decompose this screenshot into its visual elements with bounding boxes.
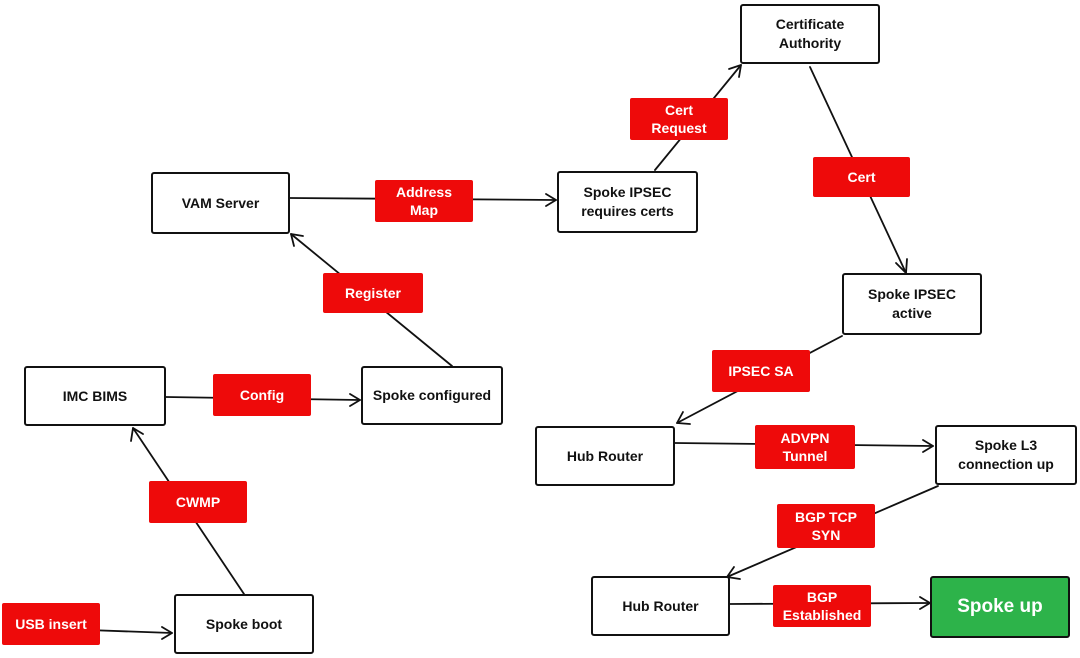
register-label: Register: [323, 273, 423, 313]
cwmp-label: CWMP: [149, 481, 247, 523]
arrowhead: [728, 64, 742, 78]
vam-server-node: VAM Server: [151, 172, 290, 234]
arrowhead: [290, 233, 304, 247]
spoke-ipsec-active-node: Spoke IPSEC active: [842, 273, 982, 335]
imc-bims-node: IMC BIMS: [24, 366, 166, 426]
bgp-established-label: BGP Established: [773, 585, 871, 627]
bgp-tcp-syn-label: BGP TCP SYN: [777, 504, 875, 548]
advpn-tunnel-label: ADVPN Tunnel: [755, 425, 855, 469]
spoke-configured-node: Spoke configured: [361, 366, 503, 425]
arrowhead: [349, 393, 361, 407]
arrowhead: [130, 427, 144, 442]
spoke-up-node: Spoke up: [930, 576, 1070, 638]
spoke-boot-node: Spoke boot: [174, 594, 314, 654]
arrowhead: [161, 626, 173, 640]
usb-insert-label: USB insert: [2, 603, 100, 645]
cert-label: Cert: [813, 157, 910, 197]
address-map-label: Address Map: [375, 180, 473, 222]
arrowhead: [676, 411, 691, 425]
arrowhead: [545, 193, 557, 207]
spoke-l3-connection-up-node: Spoke L3 connection up: [935, 425, 1077, 485]
hub-router-node: Hub Router: [591, 576, 730, 636]
edge-usb-to-spoke-boot: [87, 629, 173, 634]
arrowhead: [922, 439, 934, 453]
ipsec-sa-label: IPSEC SA: [712, 350, 810, 392]
hub-router-node: Hub Router: [535, 426, 675, 486]
spoke-ipsec-requires-certs-node: Spoke IPSEC requires certs: [557, 171, 698, 233]
config-label: Config: [213, 374, 311, 416]
arrowhead: [895, 258, 908, 274]
certificate-authority-node: Certificate Authority: [740, 4, 880, 64]
cert-request-label: Cert Request: [630, 98, 728, 140]
